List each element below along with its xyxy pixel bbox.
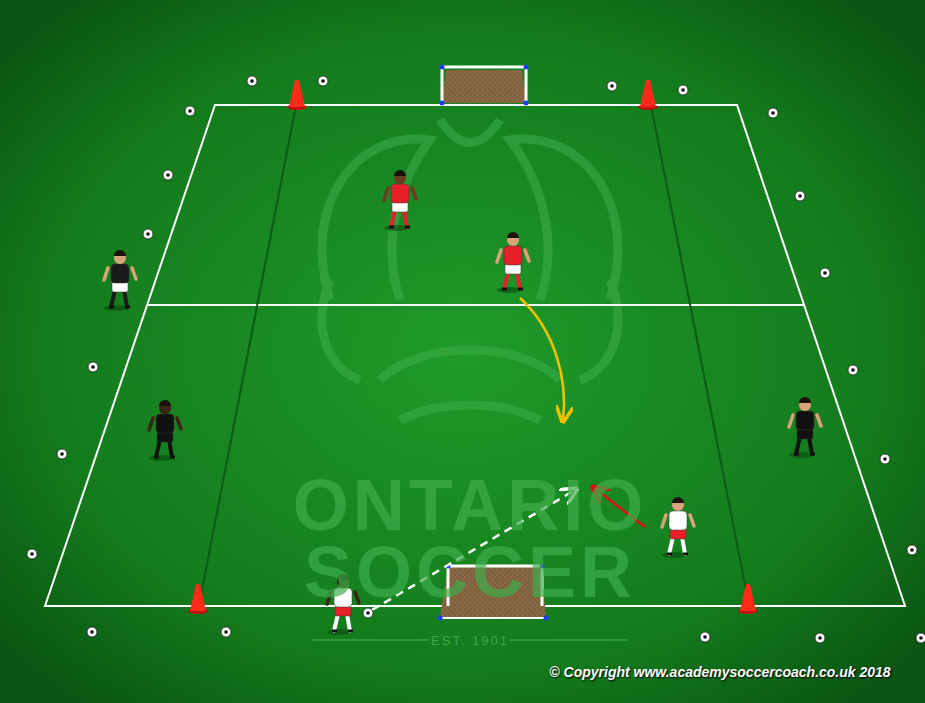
ball — [185, 106, 195, 116]
cone — [638, 80, 658, 110]
ball — [880, 454, 890, 464]
ball — [795, 191, 805, 201]
watermark-text: SOCCER — [304, 531, 636, 613]
cone — [287, 80, 307, 110]
player — [384, 170, 416, 231]
copyright-note: © Copyright www.academysoccercoach.co.uk… — [549, 664, 890, 680]
player — [104, 250, 136, 311]
field-lines — [45, 105, 905, 606]
ball — [820, 268, 830, 278]
ball — [907, 545, 917, 555]
ball — [163, 170, 173, 180]
player — [149, 400, 181, 461]
ball — [27, 549, 37, 559]
ball — [607, 81, 617, 91]
ball — [57, 449, 67, 459]
ball — [221, 627, 231, 637]
ball — [848, 365, 858, 375]
ball — [916, 633, 925, 643]
channel-lines — [200, 100, 748, 600]
ball — [815, 633, 825, 643]
ball — [87, 627, 97, 637]
ball — [247, 76, 257, 86]
watermark-text: EST. 1901 — [431, 633, 509, 648]
ball — [143, 229, 153, 239]
player — [662, 497, 694, 558]
ball — [318, 76, 328, 86]
ball — [768, 108, 778, 118]
player — [789, 397, 821, 458]
ball — [678, 85, 688, 95]
goal-top — [440, 65, 529, 106]
player — [497, 232, 529, 293]
cone — [188, 584, 208, 614]
ball — [88, 362, 98, 372]
dribble-arrow — [520, 298, 564, 420]
ball — [700, 632, 710, 642]
cone — [738, 584, 758, 614]
